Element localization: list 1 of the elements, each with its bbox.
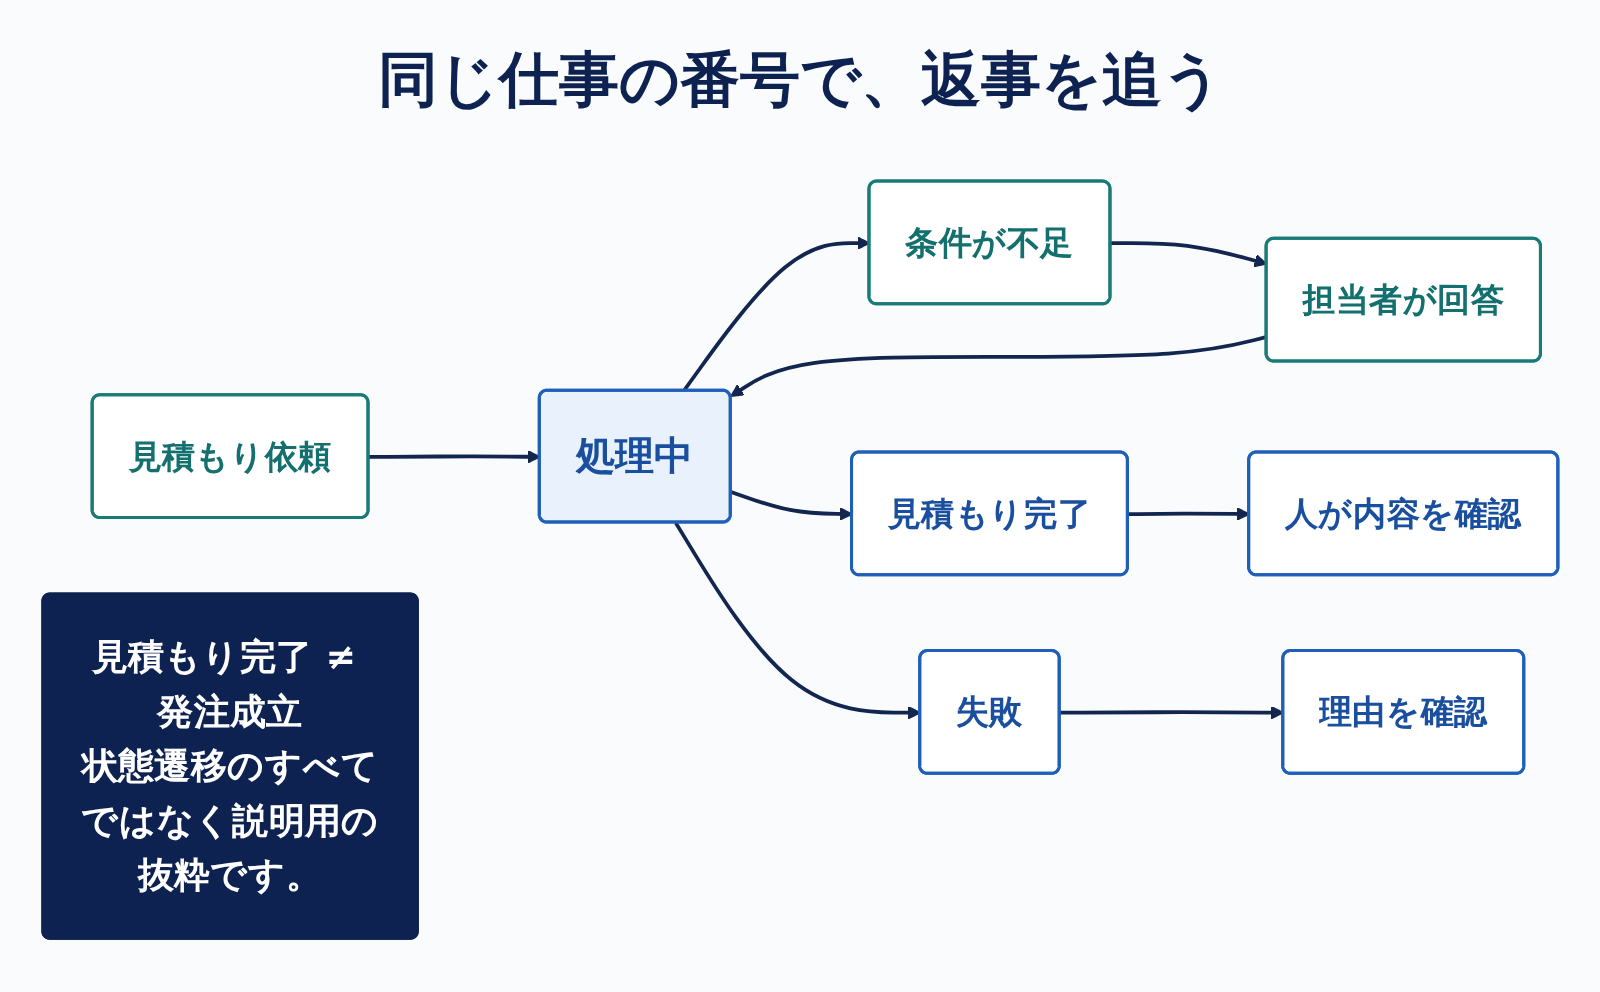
diagram-title: 同じ仕事の番号で、返事を追う (376, 43, 1224, 116)
